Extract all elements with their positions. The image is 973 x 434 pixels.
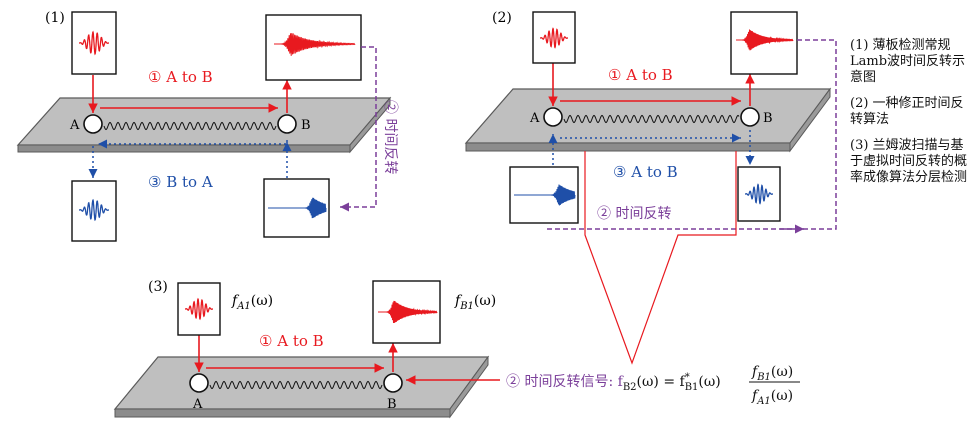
panel-3-received-signal: [378, 300, 438, 324]
panel-3-arrow-ab-label: ① A to B: [259, 332, 324, 350]
panel-1-excitation-signal: [79, 30, 109, 56]
caption-3: (3) 兰姆波扫描与基于虚拟时间反转的概率成像算法分层检测: [850, 138, 968, 185]
panel-1-arrow-ba: [98, 139, 288, 149]
panel-1-transducer-a: [83, 114, 103, 134]
panel-3-plate: [113, 356, 490, 410]
panel-3-excitation-signal: [185, 297, 213, 321]
panel-3-fraction-num: fB1(ω): [751, 364, 793, 383]
panel-2-arrow-ab-label: ① A to B: [608, 66, 673, 84]
panel-1-received-signal: [274, 33, 356, 56]
panel-3-lamb-wave: [209, 380, 383, 390]
caption-2: (2) 一种修正时间反转算法: [850, 96, 964, 127]
panel-3: (3) A B ① A to B fA1(ω) fB1(ω) ② 时间反转信号:…: [113, 279, 800, 419]
panel-2-callout: [584, 151, 737, 365]
panel-1-reconstructed-signal: [79, 198, 109, 222]
panel-2-point-a: A: [529, 111, 540, 126]
panel-1: (1) A B ① A to B ③ B to A ② 时间: [16, 10, 398, 242]
panel-2-reconstructed-signal: [745, 183, 773, 205]
panel-2-excitation-signal: [540, 27, 568, 49]
panel-1-arrow-ab-label: ① A to B: [148, 68, 213, 86]
panel-2-plate: [464, 88, 832, 144]
caption-1: (1) 薄板检测常规Lamb波时间反转示意图: [850, 38, 966, 85]
panel-1-transducer-b: [277, 114, 297, 134]
panel-2-time-reversal-label: ② 时间反转: [597, 206, 671, 222]
panel-1-reversed-signal: [268, 197, 327, 219]
panel-2-time-reversal-path: [546, 39, 837, 230]
panel-3-label: (3): [148, 279, 168, 295]
panel-2-transducer-b: [740, 107, 760, 127]
panel-2-transducer-a: [543, 107, 563, 127]
panel-3-f-b1-label: fB1(ω): [454, 293, 496, 312]
panel-1-arrow-ba-label: ③ B to A: [148, 173, 213, 191]
panel-1-plate-edge: [17, 144, 351, 153]
panel-1-lamb-wave: [103, 121, 277, 131]
panel-3-point-b: B: [387, 397, 397, 412]
panel-1-received-box: [265, 14, 362, 81]
panel-3-transducer-b: [383, 373, 403, 393]
panel-1-label: (1): [45, 10, 65, 26]
panel-1-time-reversal-path: [340, 46, 377, 212]
panel-3-point-a: A: [192, 397, 203, 412]
panel-2-received-signal: [736, 29, 794, 51]
panel-3-fraction-den: fA1(ω): [751, 388, 793, 407]
panel-1-point-b: B: [301, 118, 311, 133]
panel-3-transducer-a: [189, 373, 209, 393]
panel-2-reversed-signal: [514, 184, 576, 206]
panel-2: (2) A B ① A to B ③ A to B ② 时间反转: [464, 10, 837, 365]
panel-1-point-a: A: [69, 118, 80, 133]
panel-2-label: (2): [492, 10, 512, 26]
panel-1-time-reversal-label: ② 时间反转: [382, 100, 398, 174]
panel-3-formula: ② 时间反转信号: fB2(ω) = f*B1(ω): [506, 372, 721, 393]
panel-2-lamb-wave: [563, 114, 740, 124]
panel-2-arrow-ab3-label: ③ A to B: [613, 163, 678, 181]
panel-3-f-a1-label: fA1(ω): [231, 293, 273, 312]
panel-2-point-b: B: [763, 111, 773, 126]
